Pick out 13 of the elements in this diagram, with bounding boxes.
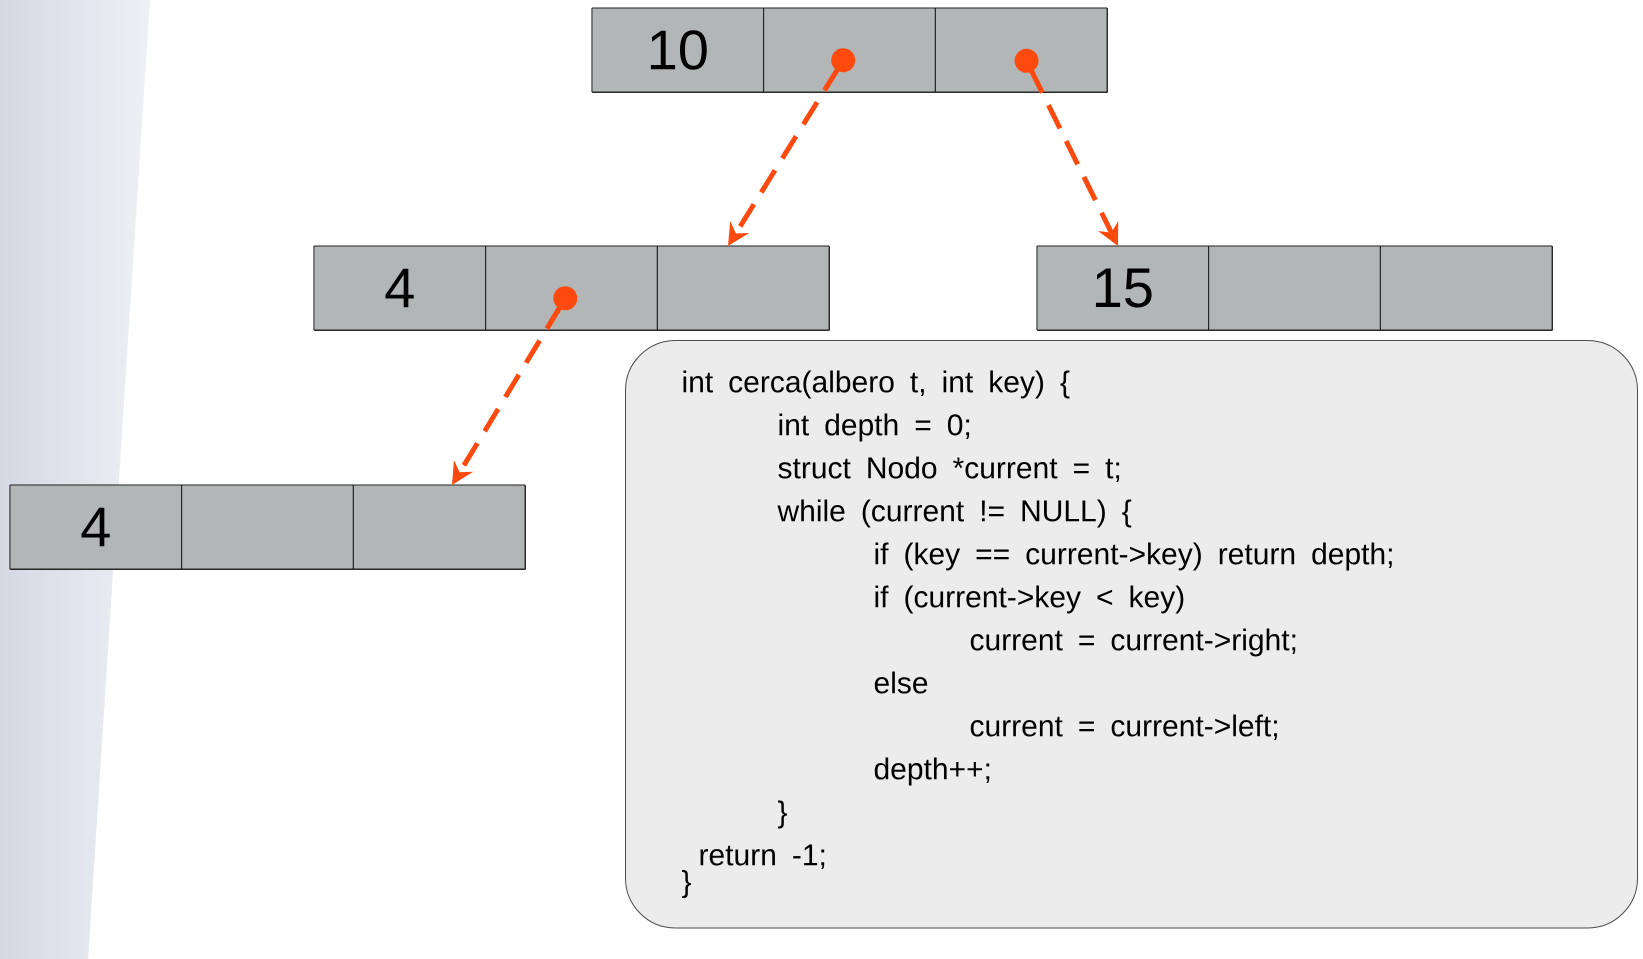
cell-box [485,245,658,331]
cell-box [656,245,830,331]
cell-box [352,484,526,570]
key-cell: 10 [591,7,765,93]
cell-box [763,7,936,93]
cell-box [934,7,1108,93]
cell-box [181,484,354,570]
code-box: int cerca(albero t, int key) { int depth = 0; struct Nodo *current = t; while (current != NULL) { if (key == current->key) return depth; if (current->key < key) current = current->right; else current = current->left; depth++; } return -1; } [625,340,1638,929]
cell-box [1208,245,1381,331]
key-cell: 4 [313,245,487,331]
cell-box [1379,245,1553,331]
key-cell: 15 [1036,245,1210,331]
key-cell: 4 [9,484,183,570]
